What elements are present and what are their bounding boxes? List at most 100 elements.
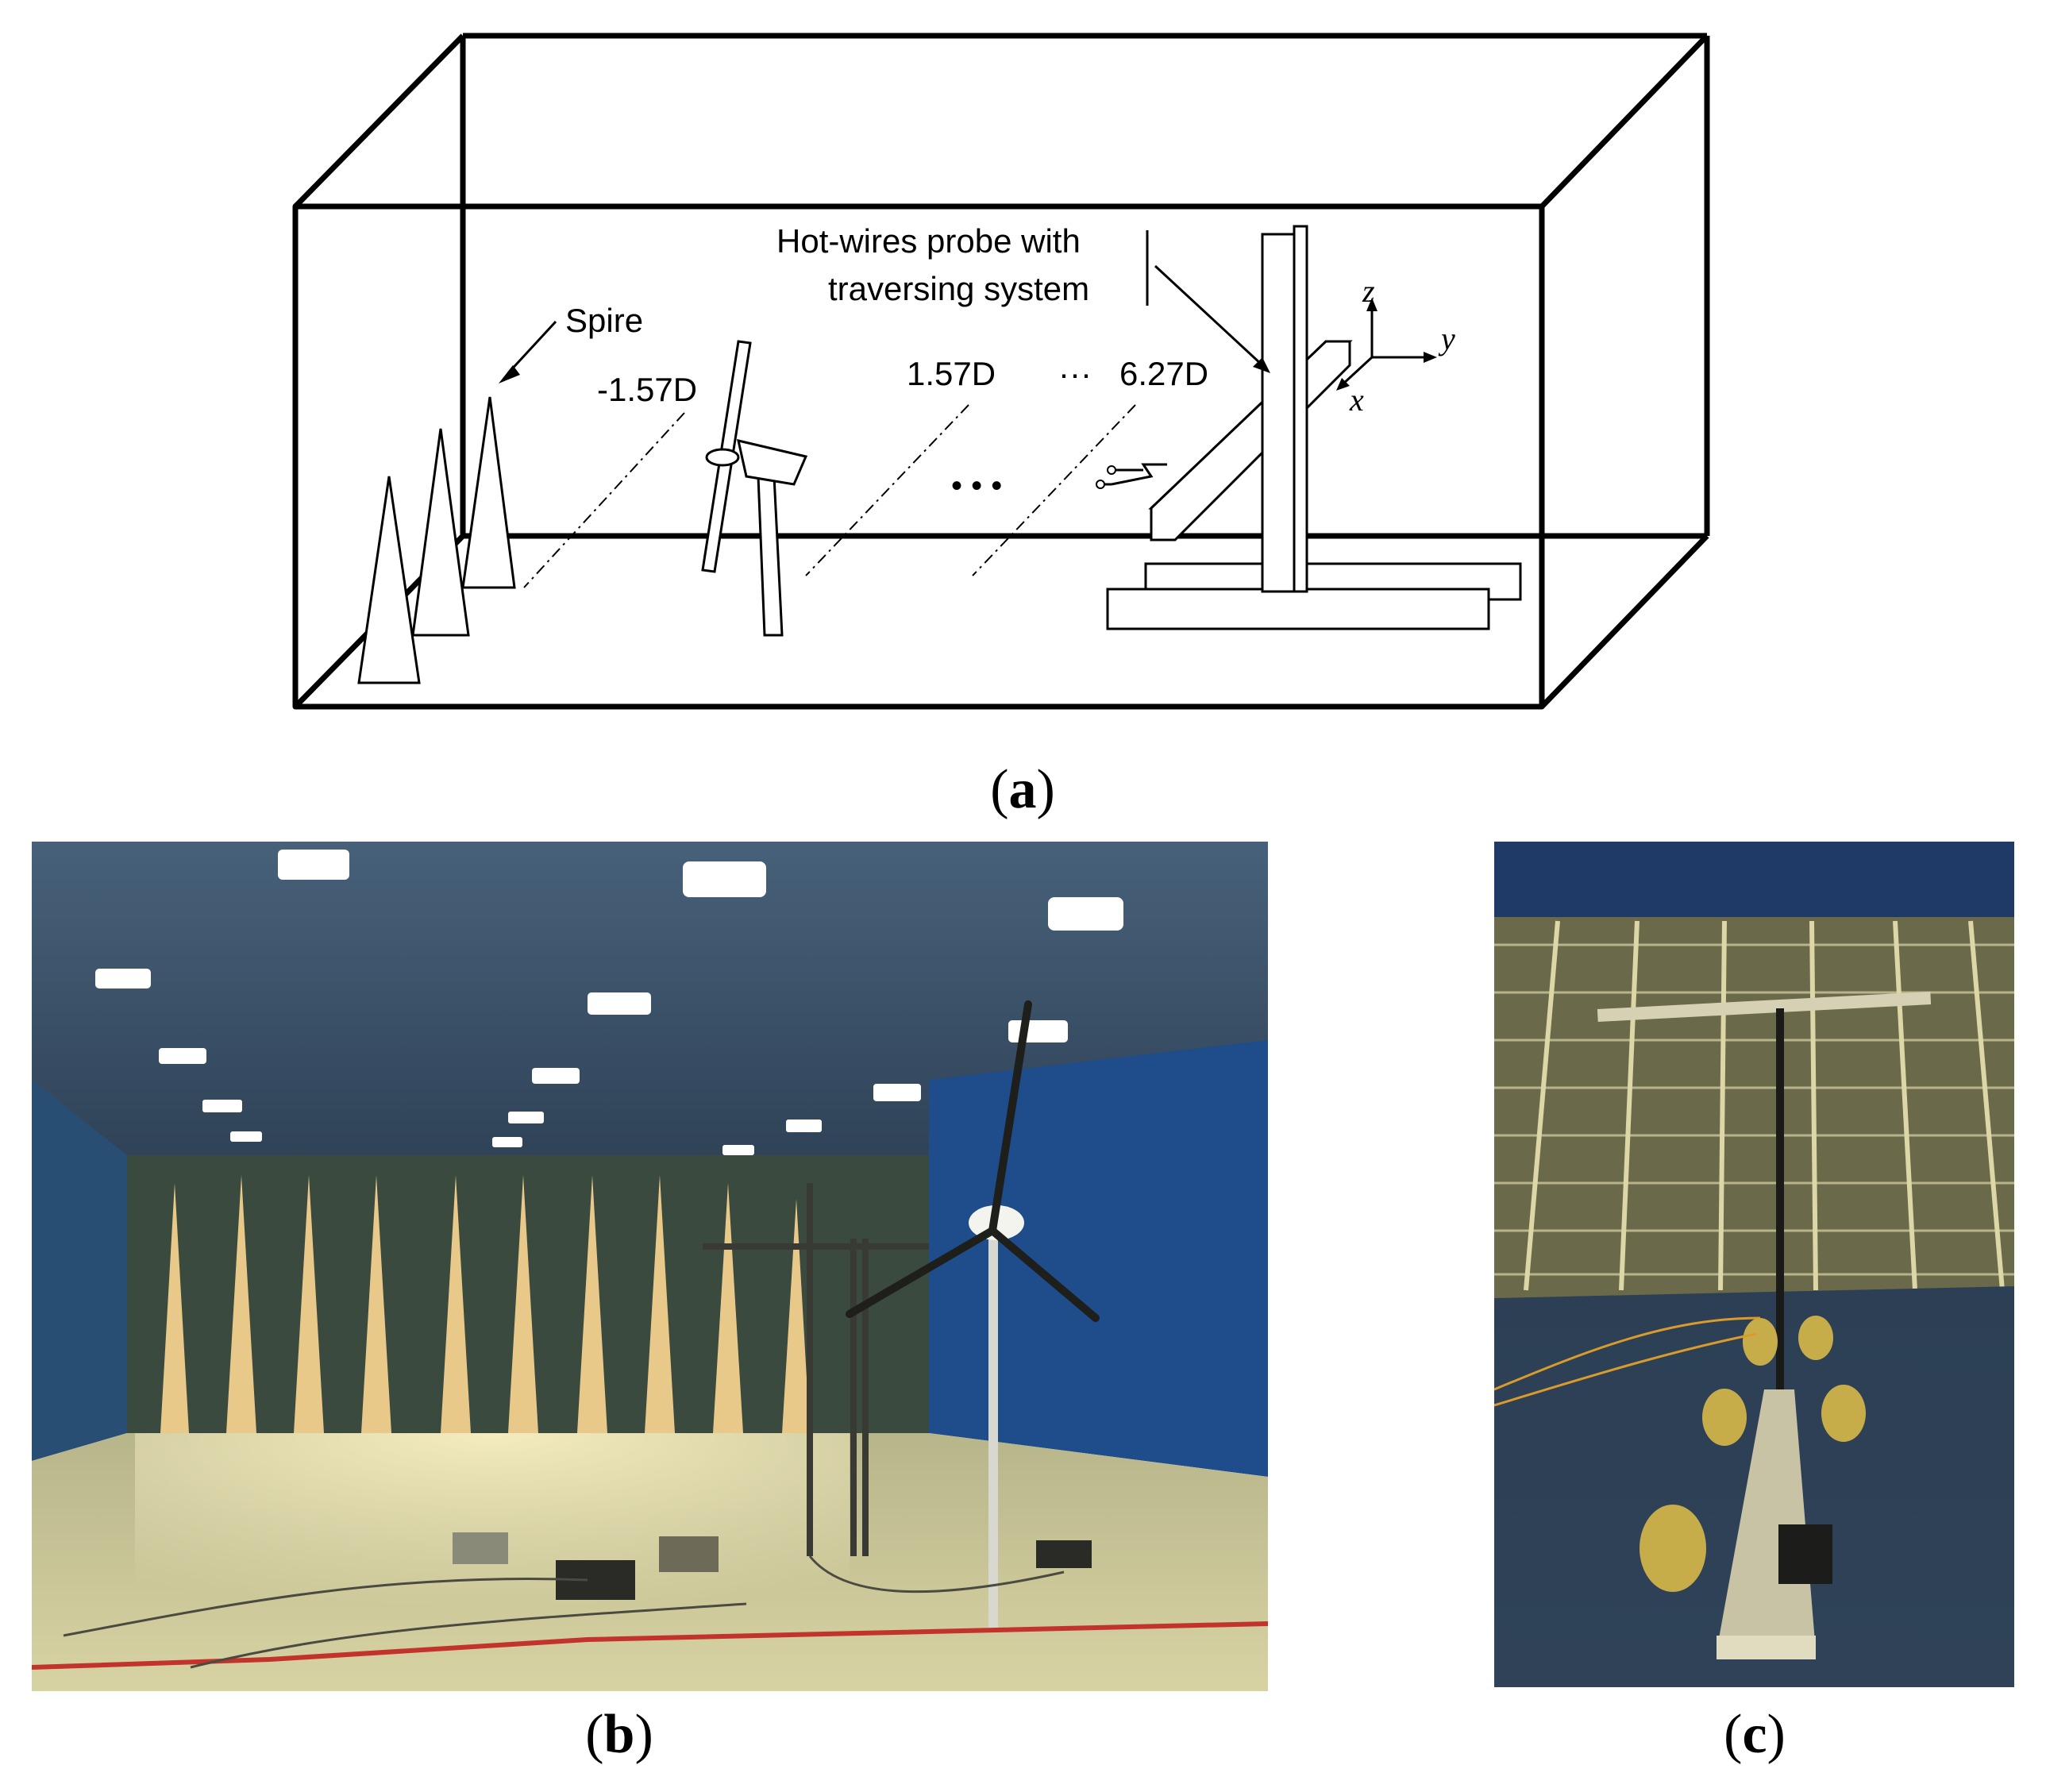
spire-photo xyxy=(645,1175,675,1433)
caption-paren: ) xyxy=(1036,759,1055,820)
caption-letter: b xyxy=(603,1704,635,1765)
floor-reflection xyxy=(135,1433,850,1608)
turbine-nacelle xyxy=(737,438,808,486)
cable xyxy=(63,1577,588,1637)
label-pos-near: 1.57D xyxy=(907,355,996,392)
spire-arrowhead xyxy=(499,365,520,383)
turbine-tower-photo xyxy=(988,1239,998,1628)
traverse-top-arm xyxy=(1597,992,1932,1022)
ceiling-light xyxy=(873,1084,921,1101)
tunnel-left-wall xyxy=(32,1080,127,1461)
traverse-end-c xyxy=(1717,1636,1816,1659)
ceiling-light xyxy=(230,1131,262,1142)
ceiling-light xyxy=(95,969,151,988)
caption-letter: a xyxy=(1008,759,1037,820)
label-probe-line1: Hot-wires probe with xyxy=(776,222,1081,260)
back-wall-grid xyxy=(1494,917,2014,1298)
ceiling-light xyxy=(159,1048,206,1064)
floor-tape xyxy=(32,1621,1268,1670)
tunnel-front-face xyxy=(292,203,1545,710)
ceiling-light xyxy=(588,992,651,1015)
label-dots: • • • xyxy=(951,468,1002,503)
label-spire: Spire xyxy=(565,302,643,339)
label-probe-line2: traversing system xyxy=(828,270,1089,307)
caption-b: (b) xyxy=(540,1703,699,1767)
wall-post xyxy=(1968,920,2005,1291)
wall-post xyxy=(1619,920,1639,1291)
cable xyxy=(190,1602,747,1669)
sandbag xyxy=(1821,1385,1866,1442)
probe-callout-arrowhead xyxy=(1253,357,1270,373)
spire-photo xyxy=(782,1199,810,1433)
turbine-hub xyxy=(705,448,740,467)
label-pos-upstream: -1.57D xyxy=(597,371,697,408)
cable-c xyxy=(1494,1316,1761,1391)
caption-c: (c) xyxy=(1675,1703,1834,1767)
wall-post xyxy=(1893,920,1917,1291)
caption-paren: ) xyxy=(1767,1704,1786,1765)
ceiling-light xyxy=(532,1068,580,1084)
traverse-column-back xyxy=(1293,225,1308,593)
cable-c xyxy=(1494,1332,1757,1407)
label-pos-ellipsis: ··· xyxy=(1058,355,1092,392)
ceiling-light xyxy=(1048,897,1123,931)
traverse-column xyxy=(1261,233,1296,593)
spire-photo xyxy=(160,1183,189,1433)
spire-shape xyxy=(411,428,470,637)
spire-arrow xyxy=(507,320,557,375)
caption-letter: c xyxy=(1742,1704,1767,1765)
label-axis-y: y xyxy=(1438,321,1455,356)
spire-photo xyxy=(577,1175,607,1433)
photo-wind-tunnel xyxy=(32,842,1268,1691)
axis-z-arrowhead xyxy=(1366,298,1377,311)
cable xyxy=(808,1555,1065,1594)
wall-post xyxy=(1718,920,1727,1291)
caption-a: (a) xyxy=(943,758,1102,822)
label-axis-x: x xyxy=(1349,382,1364,418)
equipment-box xyxy=(453,1532,508,1564)
spire-photo xyxy=(226,1175,256,1433)
sandbag xyxy=(1743,1318,1778,1366)
tunnel-edge xyxy=(1539,33,1709,209)
spire-shape xyxy=(461,396,516,589)
sandbag xyxy=(1702,1389,1747,1446)
axis-x-line xyxy=(1340,356,1374,387)
equipment-box xyxy=(1036,1540,1092,1568)
ceiling-band xyxy=(1494,842,2014,917)
spire-photo xyxy=(713,1183,743,1433)
ceiling-light xyxy=(683,861,766,897)
ceiling-light xyxy=(278,850,349,880)
spire-photo xyxy=(508,1175,538,1433)
wall-post xyxy=(1524,920,1560,1291)
traverse-base-front xyxy=(1106,588,1490,630)
spire-photo xyxy=(361,1175,391,1433)
turbine-blade-photo xyxy=(846,1227,996,1318)
axis-x-arrowhead xyxy=(1336,378,1350,391)
spire-photo xyxy=(441,1175,471,1433)
caption-paren: ( xyxy=(585,1704,604,1765)
traverse-rail-c xyxy=(1717,1389,1816,1651)
sandbag xyxy=(1798,1316,1833,1360)
hot-wire-tip xyxy=(1107,465,1116,475)
ceiling-light xyxy=(1008,1020,1068,1042)
spire-shape xyxy=(357,476,421,684)
label-pos-far: 6.27D xyxy=(1119,355,1208,392)
hot-wire-tip xyxy=(1096,480,1105,489)
turbine-tower xyxy=(757,475,784,637)
ceiling-light xyxy=(786,1120,822,1132)
weight-plate xyxy=(1778,1524,1832,1584)
equipment-box xyxy=(659,1536,719,1572)
caption-paren: ( xyxy=(1724,1704,1743,1765)
turbine-blade-photo xyxy=(988,1000,1032,1235)
tunnel-edge xyxy=(293,33,465,209)
probe-callout-arrow xyxy=(1154,264,1264,367)
label-axis-z: z xyxy=(1362,273,1375,309)
position-line-far xyxy=(972,404,1136,576)
ceiling-light xyxy=(508,1112,544,1123)
turbine-blade-photo xyxy=(988,1227,1100,1322)
traverse-column-c xyxy=(1776,1008,1784,1397)
sandbag xyxy=(1639,1505,1706,1592)
position-line-upstream xyxy=(523,412,685,588)
ceiling-light xyxy=(202,1100,242,1112)
wind-tunnel-schematic: Spire Hot-wires probe with traversing sy… xyxy=(292,33,1710,710)
